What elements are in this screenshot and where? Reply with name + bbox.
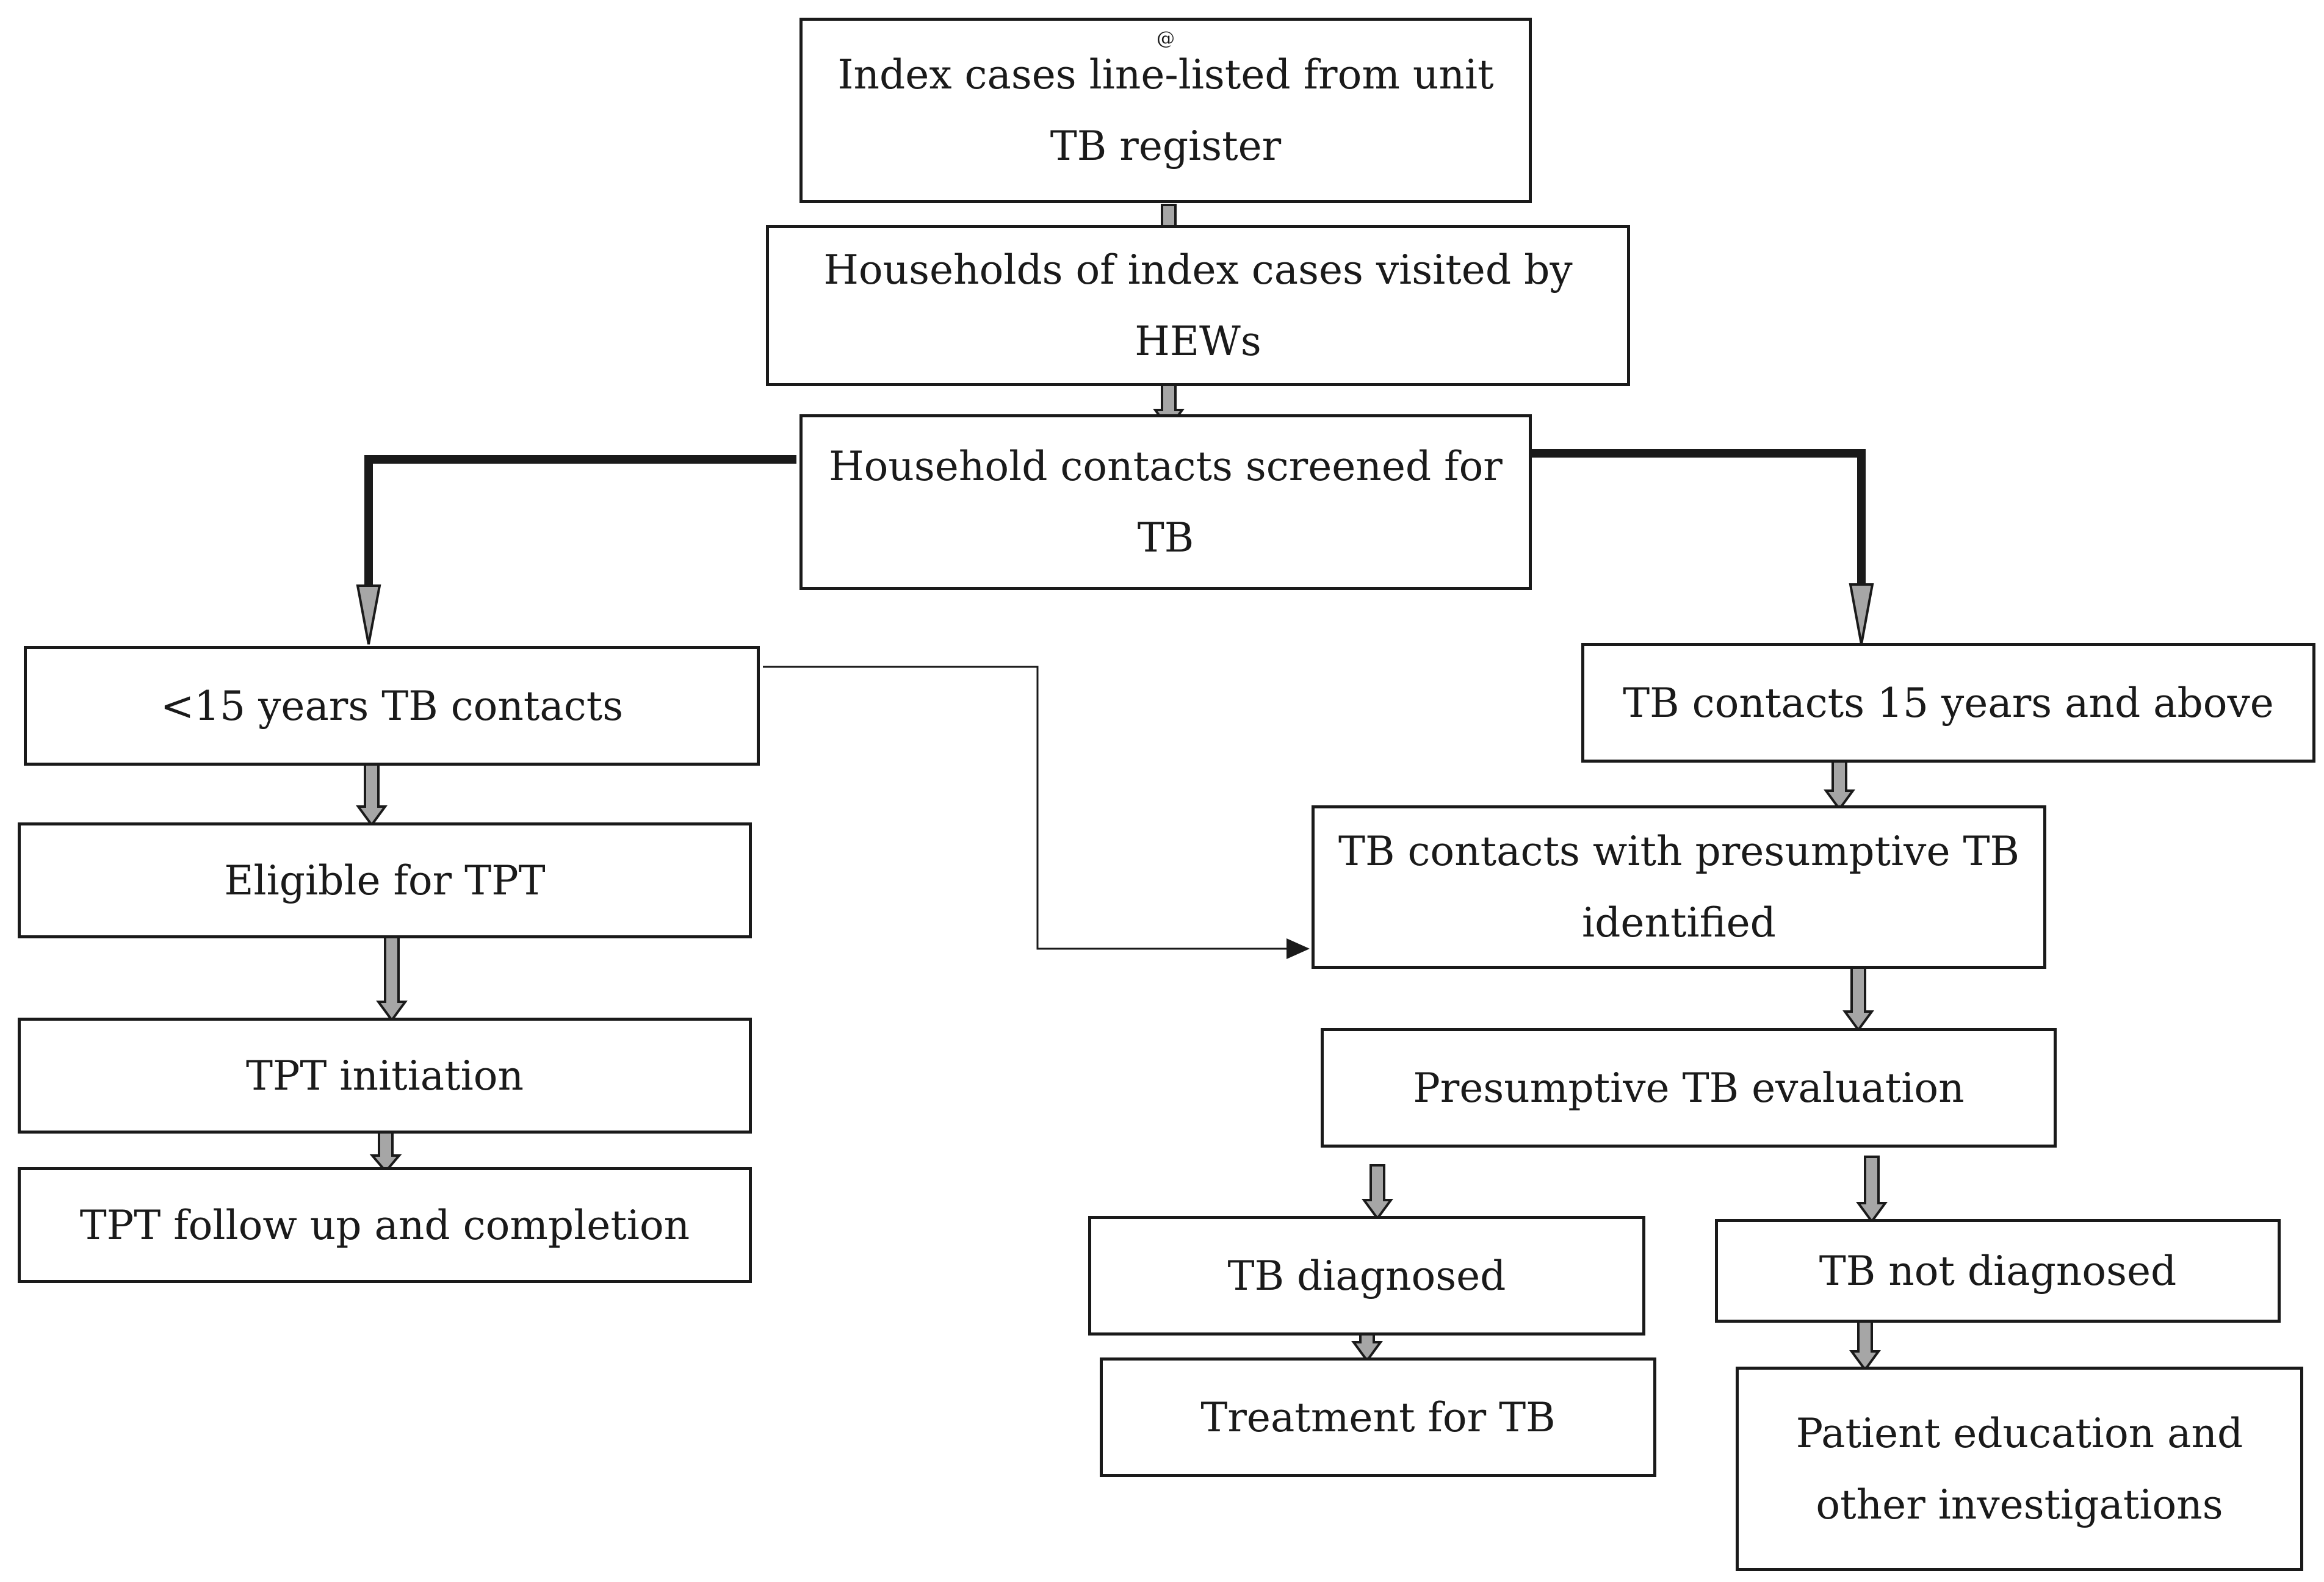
node-presumptive-identified: TB contacts with presumptive TB identifi… — [1312, 805, 2046, 969]
branch-arrowhead-left — [356, 584, 381, 645]
branch-connector-right — [1531, 449, 1866, 586]
thin-connector — [763, 666, 1302, 952]
node-patient-education: Patient education and other investigatio… — [1736, 1367, 2303, 1571]
node-tpt-followup: TPT follow up and completion — [18, 1167, 752, 1283]
node-presumptive-evaluation: Presumptive TB evaluation — [1321, 1028, 2057, 1148]
node-tpt-initiation: TPT initiation — [18, 1018, 752, 1134]
node-tb-diagnosed: TB diagnosed — [1088, 1216, 1645, 1336]
node-index-cases: @Index cases line-listed from unit TB re… — [799, 18, 1532, 203]
arrow-initiation-to-followup — [369, 1131, 402, 1174]
node-over-15-contacts: TB contacts 15 years and above — [1581, 643, 2315, 763]
arrow-evaluation-to-diagnosed — [1362, 1164, 1393, 1221]
arrow-under15-to-eligible — [356, 760, 388, 827]
node-eligible-for-tpt: Eligible for TPT — [18, 822, 752, 938]
node-under-15-contacts: <15 years TB contacts — [24, 646, 760, 766]
arrow-evaluation-to-not-diagnosed — [1856, 1156, 1888, 1224]
branch-connector-left — [364, 455, 796, 587]
arrow-eligible-to-initiation — [376, 933, 408, 1023]
node-tb-not-diagnosed: TB not diagnosed — [1715, 1219, 2281, 1323]
node-households-visited: Households of index cases visited by HEW… — [766, 225, 1630, 386]
node-treatment-for-tb: Treatment for TB — [1100, 1357, 1656, 1477]
thin-connector-arrowhead — [1286, 938, 1310, 959]
node-contacts-screened: Household contacts screened for TB — [799, 414, 1532, 590]
branch-arrowhead-right — [1849, 583, 1874, 645]
